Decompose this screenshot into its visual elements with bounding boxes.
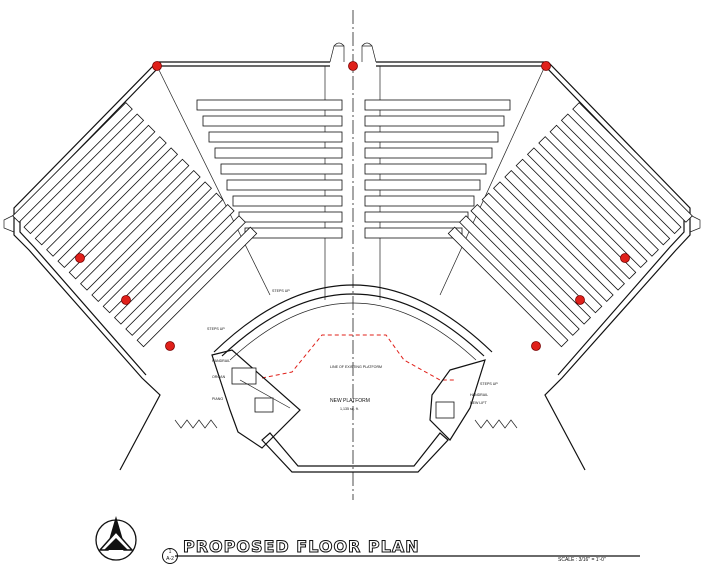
organ-label: ORGAN [212, 375, 226, 379]
platform-area-label: 1,135 sq. ft. [340, 407, 359, 411]
columns [75, 61, 630, 351]
left-wing-pews [12, 102, 258, 348]
existing-platform-line [261, 334, 455, 381]
entry-doors [3, 42, 701, 233]
drawing-title: PROPOSED FLOOR PLAN [183, 537, 420, 557]
new-lift-label: NEW LIFT [470, 401, 488, 405]
north-arrow-icon [95, 516, 137, 561]
left-side-room [211, 349, 301, 449]
right-side-room [429, 359, 486, 441]
steps-up-label-left: STEPS UP [207, 327, 225, 331]
platform-arcs [213, 284, 493, 361]
lower-wall-details [174, 419, 518, 429]
steps-up-label-right: STEPS UP [480, 382, 498, 386]
right-wing-pews [447, 102, 693, 348]
handrail-label-right: HANDRAIL [470, 393, 488, 397]
drawing-scale: SCALE : 3/16" = 1'-0" [558, 557, 606, 563]
steps-up-label-top: STEPS UP [272, 289, 290, 293]
center-left-pews [196, 99, 343, 239]
center-right-pews [364, 99, 511, 239]
piano-label: PIANO [212, 397, 223, 401]
handrail-label-left: HANDRAIL [212, 359, 230, 363]
sheet-number: A-2 [166, 556, 174, 562]
existing-platform-label: LINE OF EXISTING PLATFORM [330, 365, 382, 369]
detail-bubble: 1 A-2 [162, 548, 178, 564]
detail-number: 1 [168, 549, 172, 555]
platform-label: NEW PLATFORM [330, 398, 370, 404]
